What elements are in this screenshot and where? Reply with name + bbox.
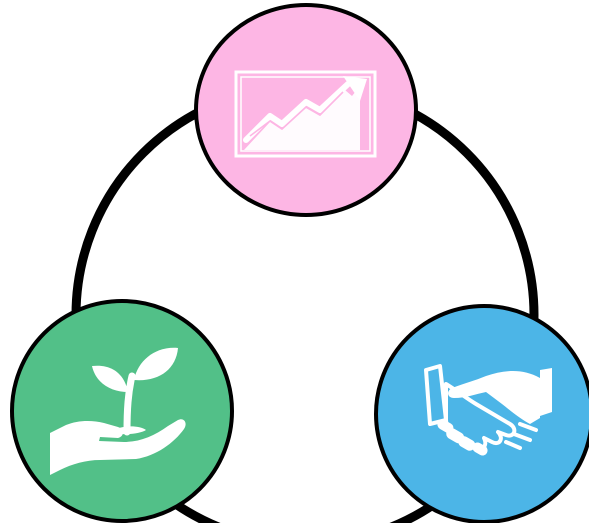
node-growth — [194, 3, 418, 217]
node-nurture — [10, 299, 234, 523]
handshake-icon — [424, 364, 552, 456]
node-partnership — [374, 304, 589, 523]
node-nurture-circle — [10, 299, 234, 523]
growth-chart-icon — [234, 70, 377, 158]
plant-in-hand-icon — [50, 347, 186, 475]
node-partnership-circle — [374, 304, 589, 523]
